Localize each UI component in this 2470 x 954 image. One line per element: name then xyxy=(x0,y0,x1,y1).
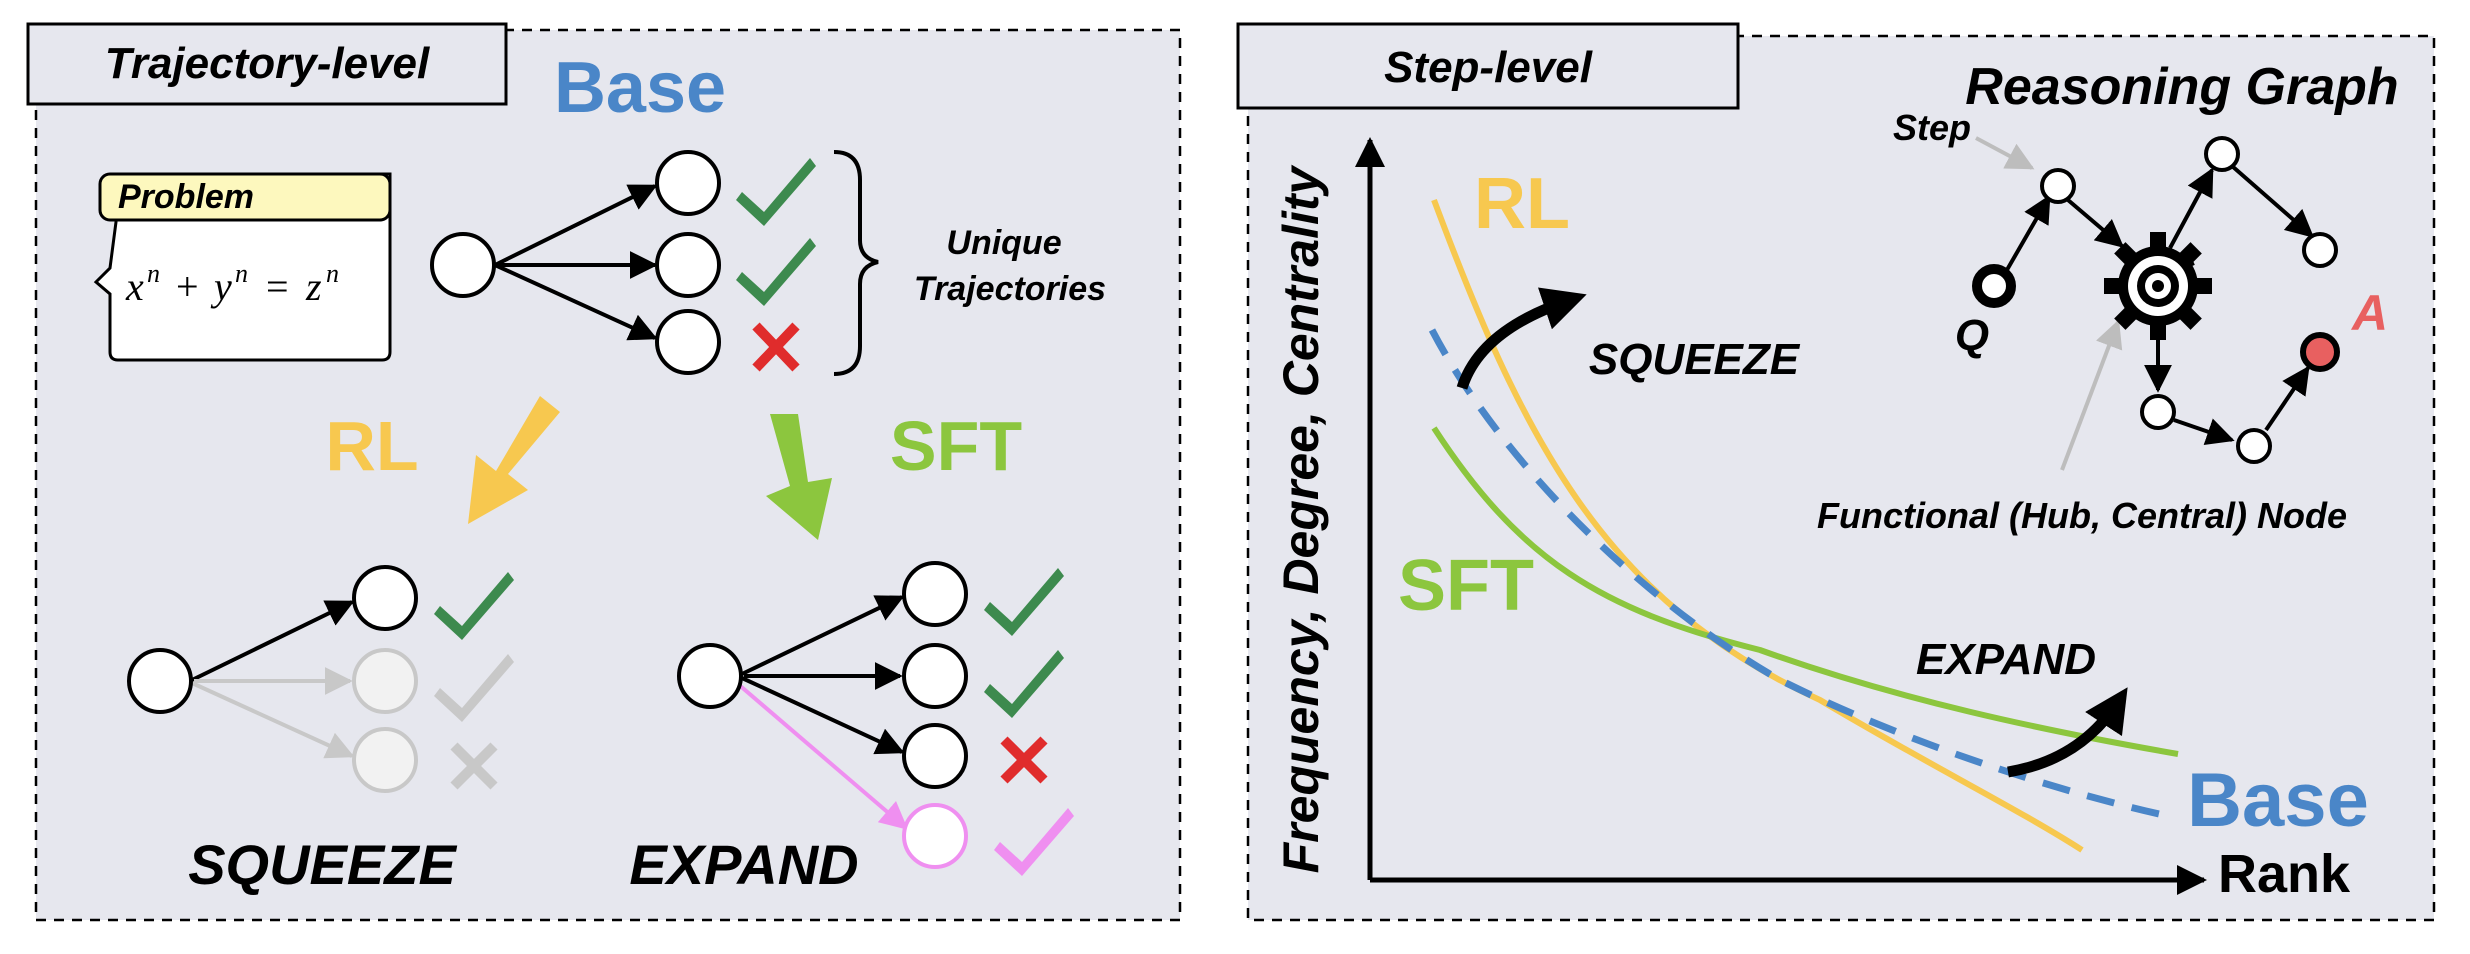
rl-arrow-icon xyxy=(468,396,560,524)
graph-node xyxy=(2204,136,2240,172)
check-icon xyxy=(984,568,1064,636)
rl-faded-node xyxy=(352,727,418,793)
rl-edge xyxy=(191,600,355,682)
base-leaf-node xyxy=(655,150,721,216)
sft-edge xyxy=(741,595,905,676)
squeeze-curve-label: SQUEEZE xyxy=(1589,335,1801,384)
rl-label: RL xyxy=(325,407,418,485)
q-label: Q xyxy=(1955,311,1989,360)
left-panel-title: Trajectory-level xyxy=(105,39,430,88)
expand-curve-label: EXPAND xyxy=(1916,635,2096,684)
check-icon xyxy=(736,158,816,226)
base-leaf-node xyxy=(655,309,721,375)
step-label: Step xyxy=(1893,107,1971,148)
graph-node xyxy=(2236,428,2272,464)
graph-edge xyxy=(2173,418,2235,446)
problem-card: Problem x n + y n = z n xyxy=(93,172,392,362)
cross-icon xyxy=(752,322,800,372)
rl-tree: SQUEEZE xyxy=(127,565,514,896)
equation-exp-1: n xyxy=(147,259,160,288)
equation-exp-3: n xyxy=(326,259,339,288)
graph-edge xyxy=(1998,194,2051,283)
expand-label: EXPAND xyxy=(629,833,858,896)
equation-plus: + xyxy=(176,264,199,309)
graph-edge xyxy=(2264,365,2310,432)
sft-tree: EXPAND xyxy=(629,561,1074,896)
equation-z: z xyxy=(305,264,322,309)
reasoning-graph: Reasoning Graph xyxy=(1817,58,2399,536)
base-curve-label: Base xyxy=(2187,758,2369,843)
right-title-box xyxy=(1236,22,1740,110)
equation-y: y xyxy=(210,264,232,309)
rl-curve-label: RL xyxy=(1474,164,1570,244)
base-leaf-node xyxy=(655,232,721,298)
sft-arrow-icon xyxy=(766,414,832,540)
sft-curve-label: SFT xyxy=(1398,546,1534,626)
brace-icon xyxy=(833,150,879,376)
graph-node xyxy=(2140,394,2176,430)
problem-header: Problem xyxy=(118,178,254,216)
left-title-box xyxy=(26,22,508,106)
rl-faded-edge xyxy=(191,681,355,759)
rl-root-node xyxy=(127,648,193,714)
hub-label: Functional (Hub, Central) Node xyxy=(1817,495,2347,536)
unique-trajectories-line-2: Trajectories xyxy=(914,270,1106,308)
reasoning-graph-title: Reasoning Graph xyxy=(1965,58,2398,116)
graph-edge xyxy=(2168,167,2214,249)
squeeze-arrow-icon xyxy=(1456,287,1587,390)
sft-leaf-node xyxy=(902,643,968,709)
equation-x: x xyxy=(125,264,144,309)
base-edge-3 xyxy=(494,263,658,341)
right-panel-background xyxy=(1246,34,2436,922)
rl-faded-node xyxy=(352,648,418,714)
base-edge-1 xyxy=(494,184,658,267)
answer-node xyxy=(2300,332,2340,372)
check-icon xyxy=(434,572,514,640)
base-root-node xyxy=(430,232,496,298)
graph-edge xyxy=(2230,164,2315,238)
faded-check-icon xyxy=(434,654,514,722)
step-level-panel: Step-level Frequency, Degree, Centrality… xyxy=(1236,22,2436,922)
sft-curve xyxy=(1431,426,2179,757)
step-pointer xyxy=(1975,136,2035,170)
base-curve xyxy=(1428,328,2169,820)
expand-arrow-icon xyxy=(2007,687,2128,778)
problem-equation: x n + y n = z n xyxy=(125,259,339,309)
sft-new-node xyxy=(902,803,968,869)
check-icon xyxy=(984,650,1064,718)
graph-node xyxy=(2302,232,2338,268)
sft-root-node xyxy=(677,643,743,709)
gear-icon xyxy=(2104,232,2212,340)
base-tree: Unique Trajectories xyxy=(430,150,1106,376)
sft-label: SFT xyxy=(890,407,1022,485)
cross-icon xyxy=(1000,736,1048,784)
y-axis-label: Frequency, Degree, Centrality xyxy=(1273,164,1329,873)
sft-new-edge xyxy=(736,682,909,830)
problem-header-box xyxy=(98,172,392,222)
pink-check-icon xyxy=(994,808,1074,876)
step-node xyxy=(2040,168,2076,204)
right-panel-title: Step-level xyxy=(1384,43,1593,92)
q-node xyxy=(1972,264,2016,308)
sft-leaf-node xyxy=(902,723,968,789)
unique-trajectories-line-1: Unique xyxy=(946,224,1061,262)
graph-edge xyxy=(2066,198,2125,248)
sft-leaf-node xyxy=(902,561,968,627)
squeeze-label: SQUEEZE xyxy=(188,833,457,896)
sft-edge xyxy=(741,676,905,755)
faded-cross-icon xyxy=(450,742,498,790)
check-icon xyxy=(736,238,816,306)
trajectory-level-panel: Trajectory-level Base Problem x n + y n … xyxy=(26,22,1182,922)
rl-leaf-node xyxy=(352,565,418,631)
x-axis-label: Rank xyxy=(2218,844,2351,904)
base-label: Base xyxy=(554,48,726,128)
hub-pointer xyxy=(2060,319,2123,471)
a-label: A xyxy=(2350,285,2388,341)
equation-equals: = xyxy=(266,264,289,309)
equation-exp-2: n xyxy=(235,259,248,288)
